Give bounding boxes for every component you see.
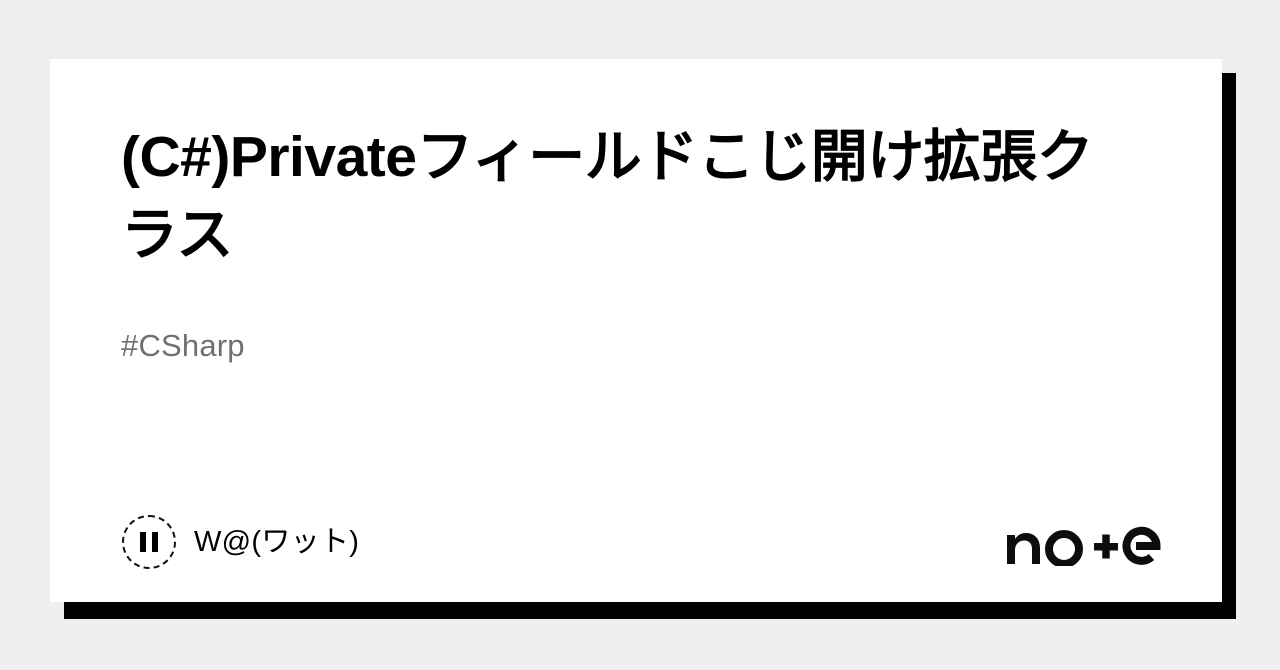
article-card[interactable]: (C#)Privateフィールドこじ開け拡張クラス #CSharp W@(ワット…: [50, 59, 1222, 602]
note-logo[interactable]: note: [1005, 517, 1170, 567]
card-footer: W@(ワット) note: [50, 502, 1222, 582]
article-title: (C#)Privateフィールドこじ開け拡張クラス: [121, 125, 1094, 267]
author-block[interactable]: W@(ワット): [122, 515, 359, 569]
pause-bars-icon: [122, 515, 176, 569]
author-name: W@(ワット): [194, 525, 360, 558]
note-logo-icon: [1007, 526, 1161, 566]
avatar-dashed-ring-icon: [122, 515, 176, 569]
avatar[interactable]: [122, 515, 176, 569]
article-hashtag[interactable]: #CSharp: [121, 328, 245, 363]
